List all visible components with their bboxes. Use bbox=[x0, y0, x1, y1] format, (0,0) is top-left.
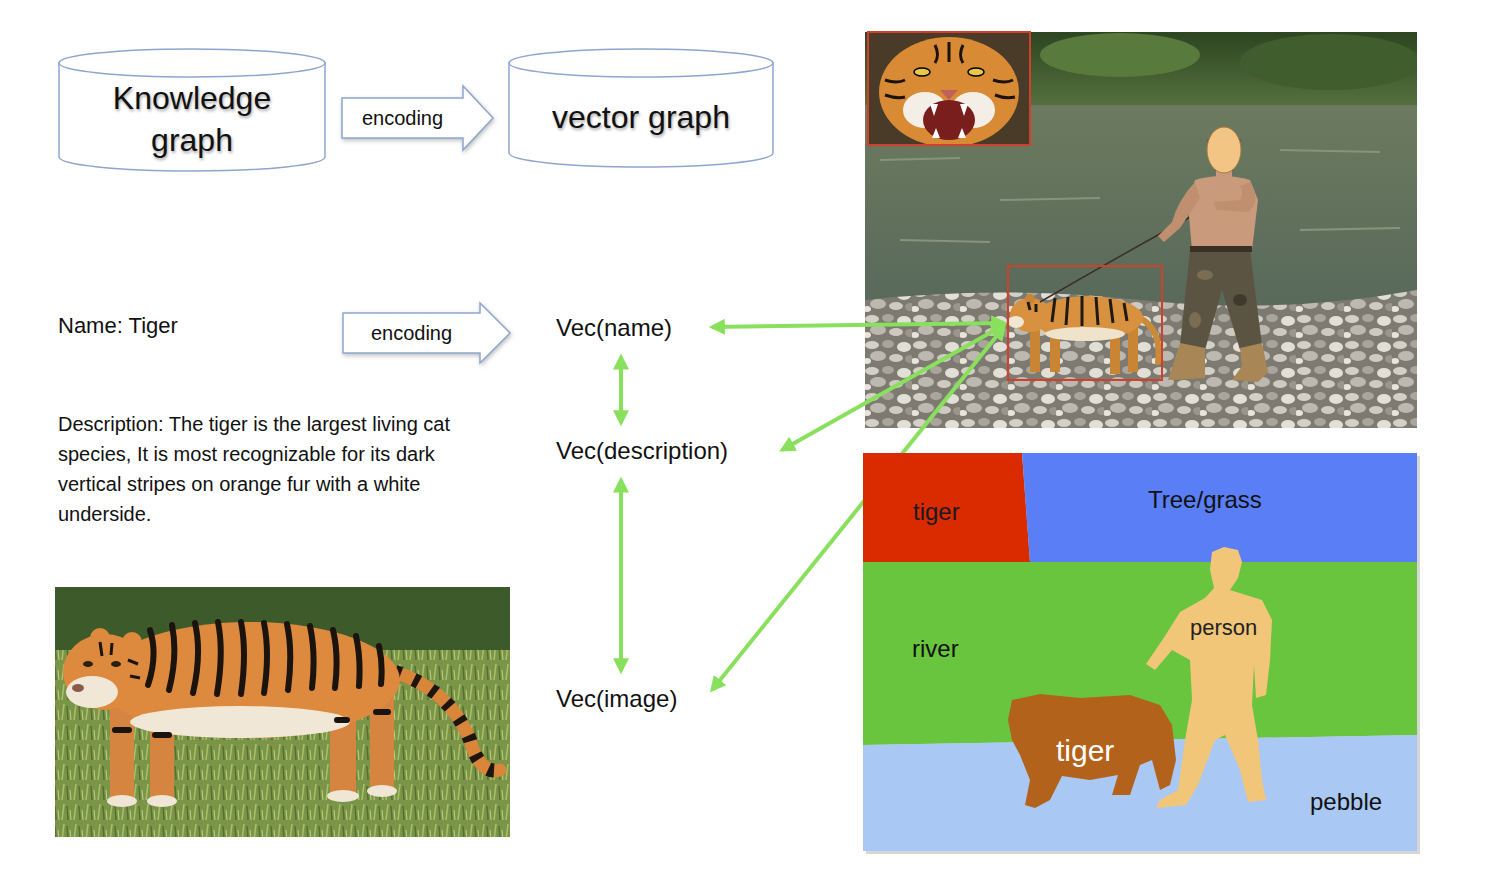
region-label: tiger bbox=[913, 499, 960, 525]
region-fill bbox=[863, 453, 1030, 562]
node-label: Vec(description) bbox=[556, 437, 728, 466]
tiger-nose bbox=[72, 684, 84, 692]
node-label: Knowledge graph bbox=[70, 78, 314, 161]
double-arrow bbox=[619, 357, 623, 423]
region-label: person bbox=[1190, 616, 1257, 640]
fangs bbox=[930, 104, 968, 138]
edge-label-box: encoding bbox=[362, 106, 443, 130]
arm bbox=[1214, 182, 1256, 212]
vector-node: Vec(image) bbox=[556, 685, 677, 714]
boot bbox=[1232, 343, 1268, 382]
segment-region: Tree/grass bbox=[1022, 453, 1417, 562]
tiger-face-inset bbox=[868, 32, 1030, 145]
tiger-head bbox=[63, 634, 147, 710]
paw bbox=[147, 795, 177, 807]
node-label: Vec(image) bbox=[556, 685, 677, 714]
region-label: tiger bbox=[1056, 734, 1114, 767]
tiger-muzzle bbox=[1008, 316, 1024, 328]
region-fill bbox=[863, 735, 1417, 851]
tiger-leg bbox=[1128, 328, 1138, 372]
tiger-eye bbox=[83, 661, 93, 667]
cylinder-body bbox=[59, 63, 325, 171]
vector-node: Vec(description) bbox=[556, 437, 728, 466]
node-label: Name: Tiger bbox=[58, 313, 338, 339]
leader-arrow bbox=[782, 325, 1004, 450]
nose bbox=[940, 90, 958, 100]
tiger-tail bbox=[1140, 318, 1159, 362]
node-label: vector graph bbox=[552, 97, 730, 139]
tiger-bounding-box bbox=[1008, 266, 1162, 380]
face bbox=[879, 37, 1019, 145]
field-text: Name: Tiger bbox=[58, 313, 338, 339]
trousers bbox=[1180, 250, 1262, 350]
cylinder-top bbox=[509, 49, 773, 77]
tiger-belly bbox=[1045, 327, 1125, 341]
ripples bbox=[880, 150, 1400, 242]
block-arrow bbox=[343, 303, 510, 363]
pebble-bank bbox=[865, 290, 1417, 428]
mouth bbox=[923, 100, 975, 140]
camo-patch bbox=[1189, 312, 1201, 328]
belt bbox=[1190, 246, 1252, 252]
river-photo bbox=[865, 32, 1417, 428]
region-label: Tree/grass bbox=[1148, 487, 1262, 513]
storage-cylinder: Knowledge graph bbox=[58, 48, 326, 172]
cylinder-top bbox=[59, 49, 325, 77]
torso bbox=[1188, 176, 1258, 250]
paw bbox=[367, 785, 397, 797]
arm bbox=[1158, 182, 1200, 242]
node-label: Vec(name) bbox=[556, 314, 672, 343]
eye bbox=[968, 68, 984, 76]
edge-label: encoding bbox=[362, 106, 443, 130]
segment-region: tiger bbox=[863, 453, 1031, 562]
tiger-ear bbox=[1025, 294, 1035, 304]
tiger-leg bbox=[1030, 330, 1040, 372]
paw bbox=[107, 795, 137, 807]
double-arrow bbox=[619, 480, 623, 671]
segment-silhouette: tiger bbox=[1006, 692, 1178, 810]
camo-patch bbox=[1233, 294, 1247, 306]
tiger-stripes bbox=[115, 622, 388, 735]
tiger-eye bbox=[111, 661, 121, 667]
description-text: Description: The tiger is the largest li… bbox=[58, 409, 500, 529]
region-label: river bbox=[912, 636, 959, 662]
block-arrow bbox=[342, 86, 493, 150]
foliage bbox=[1240, 34, 1417, 90]
camo-patch bbox=[1197, 270, 1213, 280]
storage-cylinder: vector graph bbox=[508, 48, 774, 168]
cylinder-body bbox=[509, 63, 773, 167]
face-mask bbox=[1207, 127, 1241, 173]
face-stripes bbox=[885, 42, 1015, 98]
region-fill bbox=[1022, 453, 1417, 562]
foliage bbox=[1040, 33, 1200, 77]
region-label: pebble bbox=[1310, 789, 1382, 815]
paw bbox=[327, 790, 359, 802]
eye bbox=[914, 68, 930, 76]
edge-label-box: encoding bbox=[371, 321, 452, 345]
tiger-tail bbox=[395, 672, 500, 771]
edge-label: encoding bbox=[371, 321, 452, 345]
photo-ground bbox=[55, 587, 510, 837]
tail-bands bbox=[395, 672, 500, 771]
boot bbox=[1168, 343, 1205, 380]
note-box: Description: The tiger is the largest li… bbox=[58, 409, 500, 529]
vector-node: Vec(name) bbox=[556, 314, 672, 343]
tiger-photo bbox=[55, 587, 510, 837]
head-stripes bbox=[100, 642, 140, 678]
tiger-cheek bbox=[66, 676, 118, 708]
edge-layer bbox=[342, 86, 621, 671]
inset-frame bbox=[868, 32, 1030, 145]
leader-arrow bbox=[712, 323, 1004, 327]
